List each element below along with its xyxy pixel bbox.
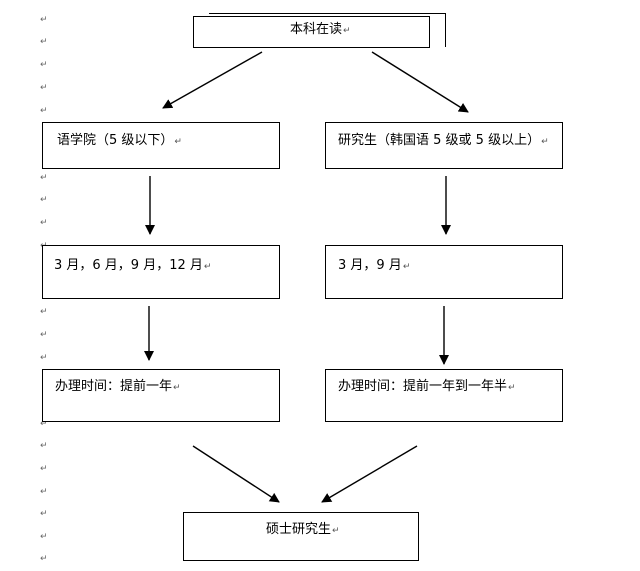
paragraph-mark: ↵ [40, 441, 48, 451]
paragraph-mark: ↵ [203, 262, 212, 272]
paragraph-mark: ↵ [40, 532, 48, 542]
paragraph-mark: ↵ [40, 83, 48, 93]
arrow-start-to-right [371, 51, 469, 113]
paragraph-mark: ↵ [508, 383, 516, 393]
paragraph-mark: ↵ [40, 353, 48, 363]
paragraph-mark: ↵ [40, 195, 48, 205]
left-time-node: 办理时间：提前一年↵ [42, 369, 280, 422]
paragraph-mark: ↵ [40, 60, 48, 70]
paragraph-mark: ↵ [402, 262, 411, 272]
paragraph-mark: ↵ [332, 526, 340, 536]
paragraph-mark: ↵ [40, 173, 48, 183]
arrow-left-time-to-end [192, 445, 280, 503]
left-branch-node: 语学院（5 级以下）↵ [42, 122, 280, 169]
right-time-label: 办理时间：提前一年到一年半 [338, 379, 508, 394]
start-node-shadow [209, 13, 446, 47]
paragraph-mark: ↵ [40, 37, 48, 47]
right-branch-node: 研究生（韩国语 5 级或 5 级以上）↵ [325, 122, 563, 169]
paragraph-mark: ↵ [40, 106, 48, 116]
paragraph-mark: ↵ [173, 383, 181, 393]
paragraph-mark: ↵ [40, 15, 48, 25]
right-months-label: 3 月，9 月 [338, 258, 402, 273]
start-node-label: 本科在读 [290, 22, 343, 37]
paragraph-mark: ↵ [40, 419, 48, 429]
paragraph-mark: ↵ [40, 487, 48, 497]
paragraph-mark: ↵ [40, 554, 48, 564]
end-node: 硕士研究生↵ [183, 512, 419, 561]
paragraph-mark: ↵ [40, 218, 48, 228]
arrow-start-to-left [162, 51, 263, 109]
end-node-label: 硕士研究生 [266, 522, 332, 537]
paragraph-mark: ↵ [343, 26, 351, 36]
left-months-node: 3 月，6 月，9 月，12 月↵ [42, 245, 280, 299]
paragraph-mark: ↵ [40, 509, 48, 519]
right-months-node: 3 月，9 月↵ [325, 245, 563, 299]
left-branch-label: 语学院（5 级以下） [57, 133, 174, 148]
left-months-label: 3 月，6 月，9 月，12 月 [54, 258, 203, 273]
arrow-right-time-to-end [321, 445, 418, 503]
left-time-label: 办理时间：提前一年 [55, 379, 173, 394]
paragraph-mark: ↵ [40, 330, 48, 340]
right-time-node: 办理时间：提前一年到一年半↵ [325, 369, 563, 422]
paragraph-mark: ↵ [174, 137, 182, 147]
paragraph-mark: ↵ [40, 464, 48, 474]
paragraph-mark: ↵ [40, 307, 48, 317]
paragraph-mark: ↵ [541, 137, 549, 147]
start-node: 本科在读↵ [193, 16, 430, 48]
right-branch-label: 研究生（韩国语 5 级或 5 级以上） [338, 133, 541, 148]
